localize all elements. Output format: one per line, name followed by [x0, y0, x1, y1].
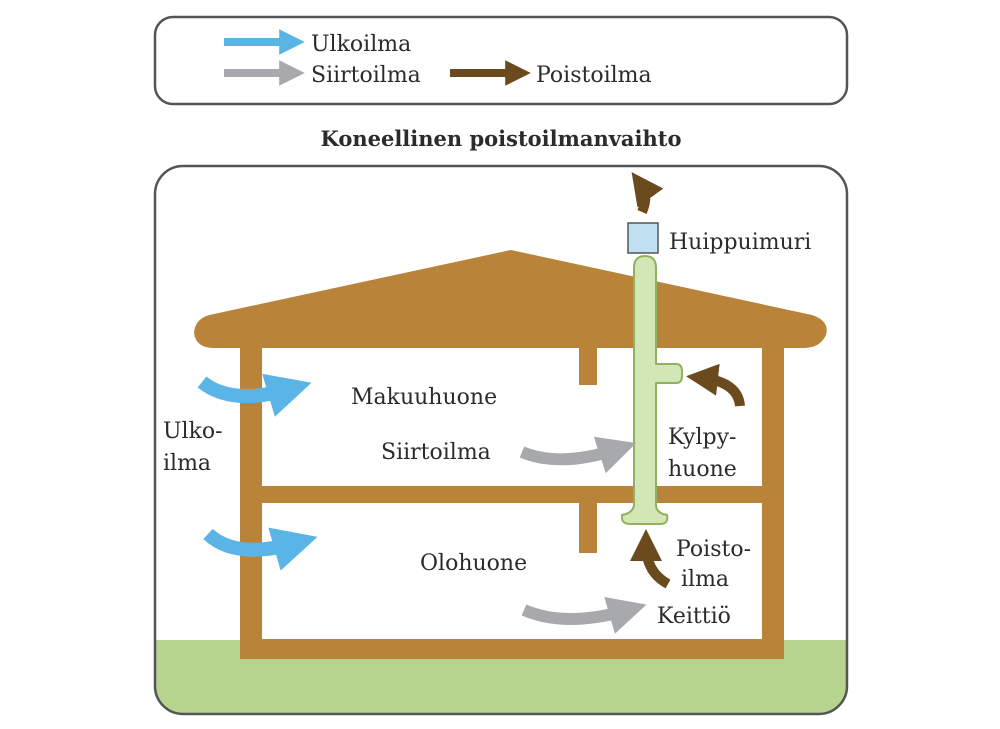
- exhaust-duct: [620, 255, 683, 525]
- bedroom-label: Makuuhuone: [351, 385, 497, 410]
- house-panel: Huippuimuri Makuuhuone Siirtoilma Ulko- …: [153, 164, 849, 716]
- roof-fan-label: Huippuimuri: [669, 230, 811, 255]
- legend-transfer-air: Siirtoilma: [224, 60, 421, 88]
- panel-frame: [153, 164, 849, 716]
- outdoor-air-arrow-lower: [203, 527, 318, 571]
- outdoor-air-label-line1: Ulko-: [163, 419, 223, 444]
- legend-outdoor-air: Ulkoilma: [224, 29, 411, 57]
- roof-fan-unit: [627, 222, 659, 254]
- lower-partition-wall: [579, 503, 597, 553]
- exhaust-air-label-line2: ilma: [681, 567, 729, 592]
- upper-partition-wall: [579, 343, 597, 385]
- ground-floor: [240, 639, 784, 659]
- middle-floor: [240, 486, 784, 503]
- legend-frame: [153, 15, 849, 106]
- outdoor-air-label-line2: ilma: [163, 451, 211, 476]
- bathroom-exhaust-arrow: [686, 363, 745, 407]
- legend-exhaust-air-label: Poistoilma: [536, 63, 652, 88]
- diagram-title: Koneellinen poistoilmanvaihto: [321, 126, 682, 151]
- exhaust-air-label-line1: Poisto-: [676, 537, 751, 562]
- legend-outdoor-air-label: Ulkoilma: [311, 32, 411, 57]
- outdoor-air-arrow-upper: [197, 373, 312, 417]
- kitchen-exhaust-arrow: [630, 529, 671, 589]
- legend-exhaust-air: Poistoilma: [450, 60, 652, 88]
- transfer-air-arrow-upper: [519, 436, 637, 474]
- roof: [194, 250, 827, 348]
- kitchen-label: Keittiö: [657, 604, 731, 629]
- living-room-label: Olohuone: [420, 551, 527, 576]
- bathroom-label-line2: huone: [668, 457, 737, 482]
- legend: Ulkoilma Siirtoilma Poistoilma: [153, 15, 849, 106]
- transfer-air-arrow-lower: [521, 596, 647, 634]
- legend-transfer-air-label: Siirtoilma: [311, 63, 421, 88]
- bathroom-label-line1: Kylpy-: [668, 425, 736, 450]
- transfer-air-label: Siirtoilma: [381, 440, 491, 465]
- exhaust-out-arrow: [631, 172, 664, 215]
